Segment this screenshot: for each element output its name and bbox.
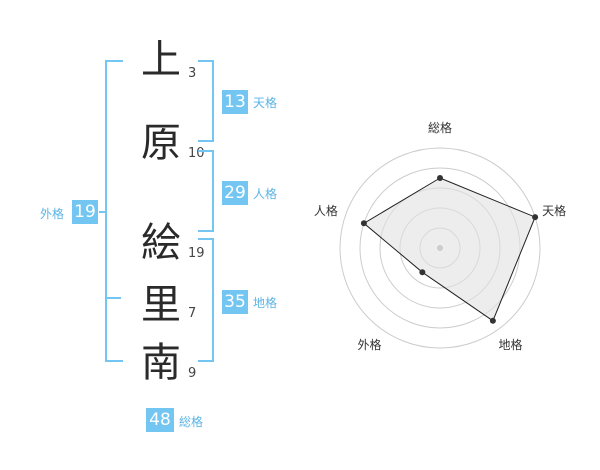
radar-point-5 (360, 220, 367, 227)
chikaku-bracket (198, 238, 214, 362)
radar-center-dot (437, 245, 443, 251)
soukaku-value: 48 (146, 408, 174, 432)
tenkaku-label: 天格 (253, 96, 278, 110)
radar-axis-label-5: 人格 (314, 203, 338, 218)
radar-point-3 (489, 317, 496, 324)
radar-axis-label-3: 地格 (498, 337, 522, 352)
name-char-4: 里 (141, 282, 181, 328)
tenkaku-value: 13 (222, 90, 248, 114)
soukaku-label: 総格 (179, 415, 204, 429)
jinkaku-label: 人格 (253, 187, 278, 201)
stroke-count-3: 19 (188, 246, 205, 261)
gaikaku-connector (99, 211, 105, 213)
name-char-1: 上 (141, 37, 181, 83)
radar-axis-label-1: 総格 (428, 120, 452, 135)
jinkaku-bracket (198, 150, 214, 232)
radar-point-4 (419, 269, 426, 276)
radar-point-1 (437, 175, 443, 181)
tenkaku-bracket (198, 60, 214, 142)
gaikaku-value: 19 (72, 200, 98, 224)
chikaku-value: 35 (222, 290, 248, 314)
name-char-5: 南 (141, 340, 181, 386)
radar-point-2 (532, 214, 539, 221)
stroke-count-2: 10 (188, 146, 205, 161)
stroke-count-5: 9 (188, 366, 197, 381)
name-char-3: 絵 (141, 220, 181, 266)
radar-axis-label-2: 天格 (542, 203, 566, 218)
name-char-2: 原 (141, 120, 181, 166)
chikaku-label: 地格 (253, 296, 278, 310)
gaikaku-bracket-tick (105, 297, 121, 299)
stroke-count-4: 7 (188, 306, 197, 321)
gaikaku-bracket (105, 60, 123, 362)
radar-shape (363, 177, 536, 322)
gaikaku-label: 外格 (40, 207, 65, 221)
radar-axis-label-4: 外格 (357, 337, 381, 352)
jinkaku-value: 29 (222, 181, 248, 205)
stroke-count-1: 3 (188, 66, 197, 81)
